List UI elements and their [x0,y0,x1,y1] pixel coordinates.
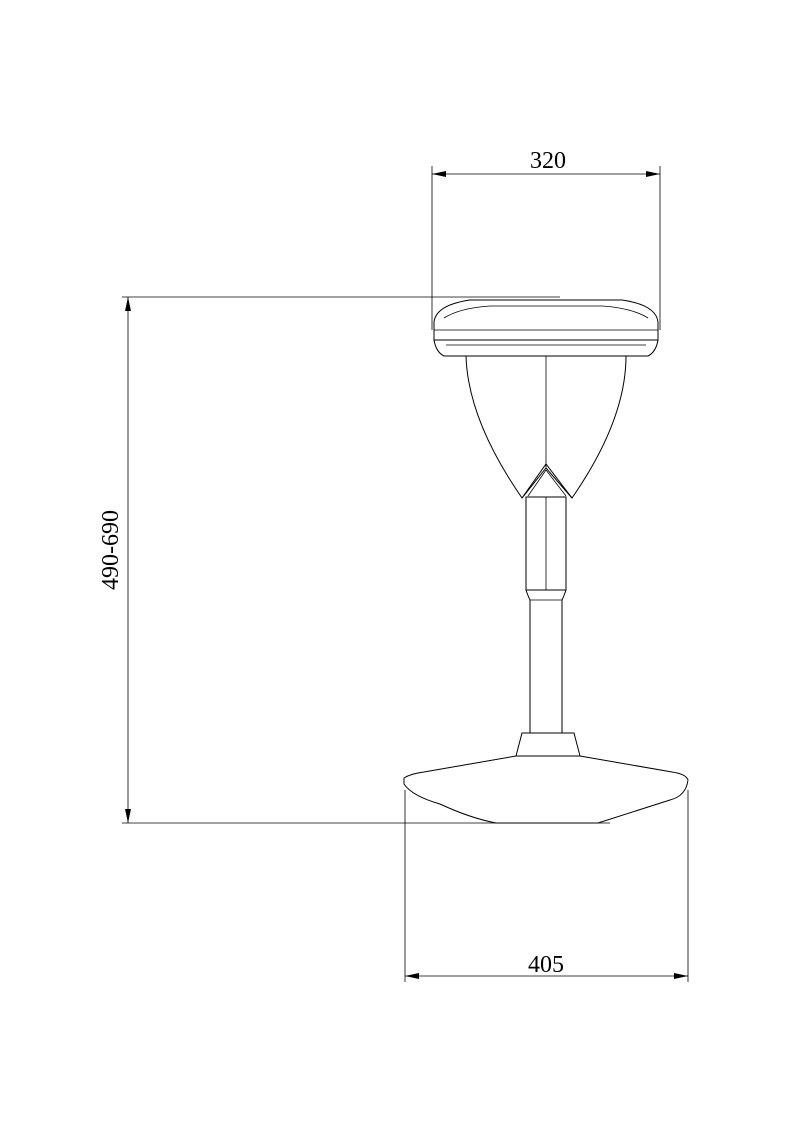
height-range-label: 490-690 [98,510,124,590]
seat-width-dimension: 320 [431,148,661,330]
base-width-dimension: 405 [404,790,689,982]
upper-column [525,496,567,591]
seat-shell [465,355,627,499]
height-dimension: 490-690 [98,296,610,824]
seat-width-label: 320 [530,148,566,174]
base-width-label: 405 [528,952,564,978]
stool-base [403,732,689,824]
lift-tube [525,589,567,733]
stool-seat [433,299,659,357]
